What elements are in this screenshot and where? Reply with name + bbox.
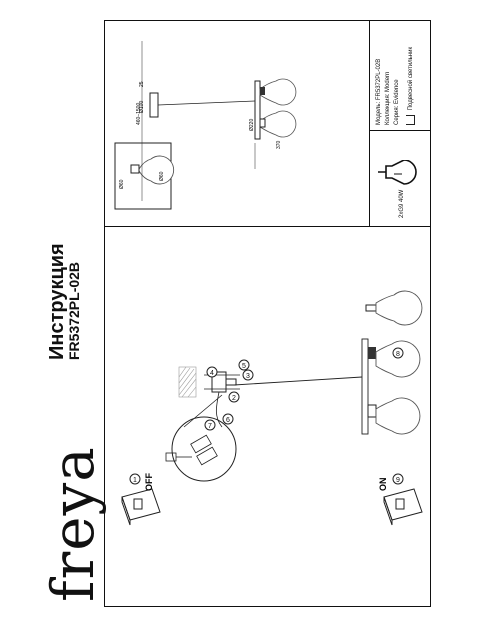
length-range-label: 460–1500: [136, 103, 142, 125]
spec-model-value: FR5372PL-02B: [376, 58, 382, 101]
spec-series-value: Evidence: [394, 79, 400, 105]
step-8: [392, 347, 404, 359]
lamp-info: 2xG9 40W: [399, 189, 405, 218]
switch-on-box: [383, 488, 423, 526]
spec-series-row: Серия: Evidence: [394, 79, 400, 125]
step-7-label: 7: [208, 423, 212, 430]
assembly-diagram: 2 3 4 5 6 7 8 1 9 OFF ON: [121, 290, 423, 526]
bulb-upper: [375, 340, 421, 378]
spec-type-value: Подвесной светильник: [408, 46, 415, 111]
spec-collection-label: Коллекция:: [385, 93, 391, 125]
canopy-top: [149, 92, 159, 118]
lamp-bar: [361, 338, 369, 435]
model-subtitle: FR5372PL-02B: [66, 261, 82, 360]
off-label: OFF: [144, 473, 154, 491]
step-9-number: 9: [396, 477, 400, 484]
step-6-label: 6: [226, 417, 230, 424]
panel-divider: [104, 226, 430, 227]
bulb-height-label: Ø60: [159, 171, 165, 181]
bulb-spec-icon: [378, 160, 417, 185]
step-3-label: 3: [246, 373, 250, 380]
spec-collection-row: Коллекция: Modern: [385, 72, 391, 125]
spec-inner-divider: [370, 130, 430, 131]
loose-bulb: [365, 290, 423, 326]
spec-model-row: Модель: FR5372PL-02B: [376, 59, 382, 125]
step-1-number: 1: [133, 477, 137, 484]
drop-label: 370: [276, 140, 282, 149]
step-1: [129, 473, 141, 485]
ceiling-hatch: [178, 366, 197, 398]
step-7: [204, 419, 216, 431]
spec-type-row: Подвесной светильник: [406, 47, 415, 125]
step-9: [392, 473, 404, 485]
detail-magnifier: [171, 416, 237, 482]
diameter-label: Ø220: [249, 119, 255, 131]
dimension-drawing: Ø60 Ø60 460–1500 25 Ø100 370 Ø220: [114, 41, 297, 210]
spec-collection-value: Modern: [385, 71, 391, 92]
pendant-icon: [406, 115, 415, 125]
mount-plate: [225, 378, 237, 386]
brand-logo: freya: [39, 446, 107, 602]
canopy-diameter-label: Ø100: [139, 101, 145, 113]
step-6: [222, 413, 234, 425]
step-3: [242, 369, 254, 381]
spec-series-label: Серия:: [394, 105, 400, 125]
page-frame: [104, 20, 431, 607]
spec-divider: [369, 20, 370, 227]
on-label: ON: [378, 478, 388, 492]
bulb-width-label: Ø60: [119, 179, 125, 189]
bulb-lower: [375, 397, 421, 435]
lamp-bar-top: [254, 80, 261, 140]
step-8-label: 8: [396, 351, 400, 358]
step-2-label: 2: [232, 395, 236, 402]
spec-box: Модель: FR5372PL-02B Коллекция: Modern С…: [370, 21, 429, 130]
step-4-label: 4: [210, 370, 214, 377]
switch-off-box: [121, 488, 161, 526]
step-5: [238, 359, 250, 371]
canopy-height-label: 25: [139, 81, 145, 87]
step-5-label: 5: [242, 363, 246, 370]
step-4: [206, 366, 218, 378]
spec-model-label: Модель:: [376, 101, 382, 125]
step-2: [228, 391, 240, 403]
